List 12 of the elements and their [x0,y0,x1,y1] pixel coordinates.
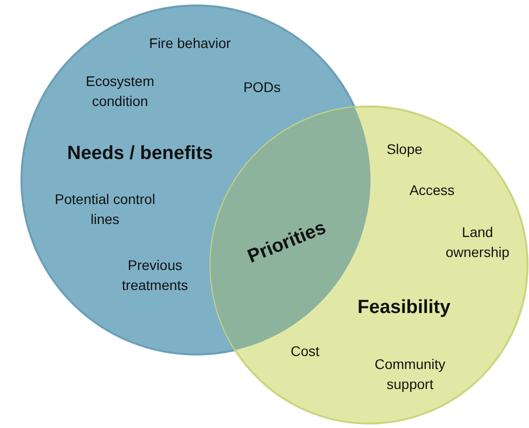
factor-label: Potential control lines [54,190,156,229]
factor-label: Ecosystem condition [84,72,156,111]
circle-heading: Feasibility [356,296,452,320]
factor-label: Fire behavior [148,34,232,53]
factor-label: Slope [386,140,424,159]
factor-label: PODs [242,78,282,97]
factor-label: Cost [290,342,320,361]
circle-heading: Needs / benefits [66,142,214,166]
factor-label: Access [408,181,456,200]
factor-label: Previous treatments [120,256,190,295]
factor-label: Community support [374,355,446,394]
factor-label: Land ownership [444,223,510,262]
